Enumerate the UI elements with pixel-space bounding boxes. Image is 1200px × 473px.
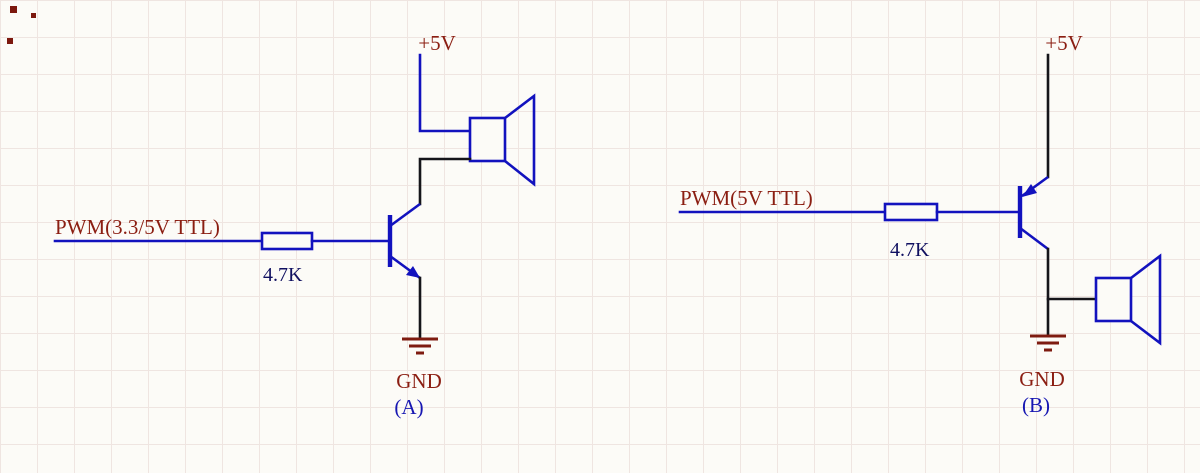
input-net-label-b: PWM(5V TTL) xyxy=(680,186,813,210)
input-net-label-a: PWM(3.3/5V TTL) xyxy=(55,215,220,239)
speaker-icon xyxy=(1094,253,1162,346)
ground-label-a: GND xyxy=(396,369,442,393)
speaker-horn xyxy=(1130,253,1162,346)
speaker-body xyxy=(468,116,507,163)
speaker-icon xyxy=(468,93,536,187)
speaker-body xyxy=(1094,276,1133,323)
speaker-horn xyxy=(504,93,536,187)
wire-speaker-to-collector-a xyxy=(418,157,472,206)
corner-markers xyxy=(7,6,36,44)
designator-a: (A) xyxy=(394,395,423,419)
designator-b: (B) xyxy=(1022,393,1050,417)
pnp-transistor-icon xyxy=(1017,175,1049,251)
transistor-collector xyxy=(389,202,421,228)
circuit-b: +5V PWM(5V TTL) 4.7K GND (B) xyxy=(678,31,1162,417)
corner-marker xyxy=(7,38,13,44)
npn-transistor-icon xyxy=(387,202,421,280)
corner-marker xyxy=(31,13,36,18)
power-net-label-a: +5V xyxy=(418,31,456,55)
transistor-collector xyxy=(1019,226,1049,251)
ground-label-b: GND xyxy=(1019,367,1065,391)
resistor-value-a: 4.7K xyxy=(263,264,303,286)
corner-marker xyxy=(10,6,17,13)
resistor-icon xyxy=(260,231,314,251)
ground-icon xyxy=(1030,334,1066,352)
wire-power-to-speaker-a xyxy=(418,53,472,133)
circuit-a: +5V GND (A) PWM(3.3/5V TTL) 4.7K xyxy=(53,31,536,419)
resistor-value-b: 4.7K xyxy=(890,239,930,261)
emitter-arrow-icon xyxy=(1022,184,1037,197)
ground-icon xyxy=(402,337,438,355)
resistor-icon xyxy=(883,202,939,222)
power-net-label-b: +5V xyxy=(1045,31,1083,55)
emitter-arrow-icon xyxy=(406,266,420,278)
